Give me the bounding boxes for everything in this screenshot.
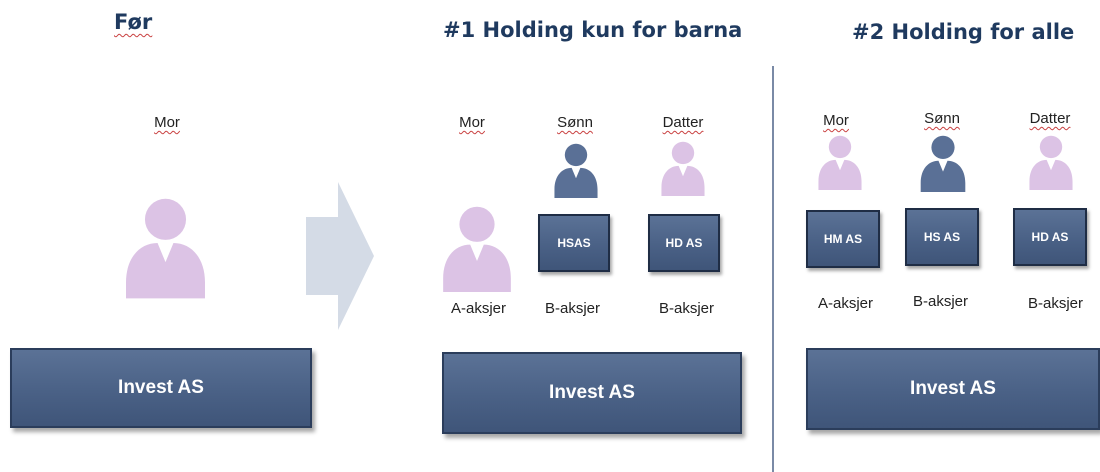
company-label: Invest AS [549,382,635,403]
company-label: Invest AS [910,378,996,399]
heading-option-2: #2 Holding for alle [852,20,1075,44]
holding-label: HD AS [665,236,703,250]
option2-shares-mor: A-aksjer [818,295,874,312]
company-box-option1: Invest AS [442,352,742,434]
company-box-before: Invest AS [10,348,312,428]
option2-person-label-mor: Mor [823,112,849,129]
option2-person-label-datter: Datter [1029,110,1071,127]
option2-person-label-sonn: Sønn [924,110,960,127]
person-female-icon [661,140,705,196]
person-male-icon [554,142,598,198]
holding-box-hs: HS AS [905,208,979,266]
heading-before: Før [114,10,153,34]
holding-box-hsas: HSAS [538,214,610,272]
section-divider [772,66,774,472]
holding-box-hd: HD AS [1013,208,1087,266]
option1-shares-datter: B-aksjer [659,300,715,317]
heading-option-1: #1 Holding kun for barna [443,18,742,42]
holding-box-hd: HD AS [648,214,720,272]
person-female-icon [126,195,205,299]
company-label: Invest AS [118,377,204,398]
option1-person-label-sonn: Sønn [557,114,593,131]
option1-person-label-datter: Datter [662,114,704,131]
company-box-option2: Invest AS [806,348,1100,430]
person-male-icon [920,134,966,192]
holding-label: HD AS [1031,230,1069,244]
person-female-icon [443,204,511,292]
arrow-right-icon [306,182,374,330]
person-female-icon [1029,134,1073,190]
holding-box-hm: HM AS [806,210,880,268]
heading-option-1-text: #1 Holding kun for barna [443,18,743,42]
holding-label: HS AS [923,230,961,244]
before-person-label: Mor [154,114,180,131]
option2-shares-sonn: B-aksjer [913,293,969,310]
holding-label: HSAS [557,236,591,250]
holding-label: HM AS [823,232,863,246]
option1-shares-mor: A-aksjer [451,300,507,317]
option2-shares-datter: B-aksjer [1028,295,1084,312]
option1-shares-sonn: B-aksjer [545,300,601,317]
person-female-icon [818,134,862,190]
option1-person-label-mor: Mor [459,114,485,131]
